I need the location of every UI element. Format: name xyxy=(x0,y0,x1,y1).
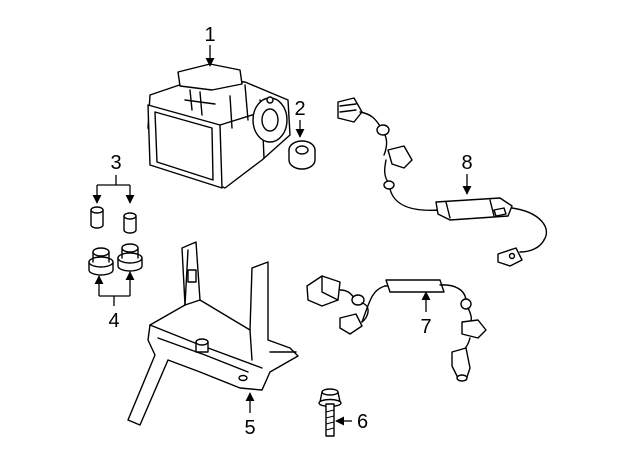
callout-7: 7 xyxy=(420,316,431,338)
grommet-right xyxy=(117,243,143,272)
bushing-right xyxy=(123,212,137,234)
grommet-left xyxy=(88,247,114,276)
callout-6: 6 xyxy=(357,411,368,433)
leader-3 xyxy=(92,175,135,204)
callout-5: 5 xyxy=(244,417,255,439)
callout-8: 8 xyxy=(461,152,472,174)
sensor-harness-8 xyxy=(337,97,548,267)
callout-4: 4 xyxy=(108,310,119,332)
leader-4 xyxy=(94,271,135,306)
sensor-harness-7 xyxy=(306,275,487,382)
abs-modulator-unit xyxy=(147,63,291,189)
bolt xyxy=(318,388,342,437)
cap-part xyxy=(288,140,316,170)
bushing-left xyxy=(90,206,104,229)
callout-2: 2 xyxy=(294,98,305,120)
mounting-bracket xyxy=(127,241,299,426)
callout-3: 3 xyxy=(110,152,121,174)
callout-1: 1 xyxy=(204,24,215,46)
